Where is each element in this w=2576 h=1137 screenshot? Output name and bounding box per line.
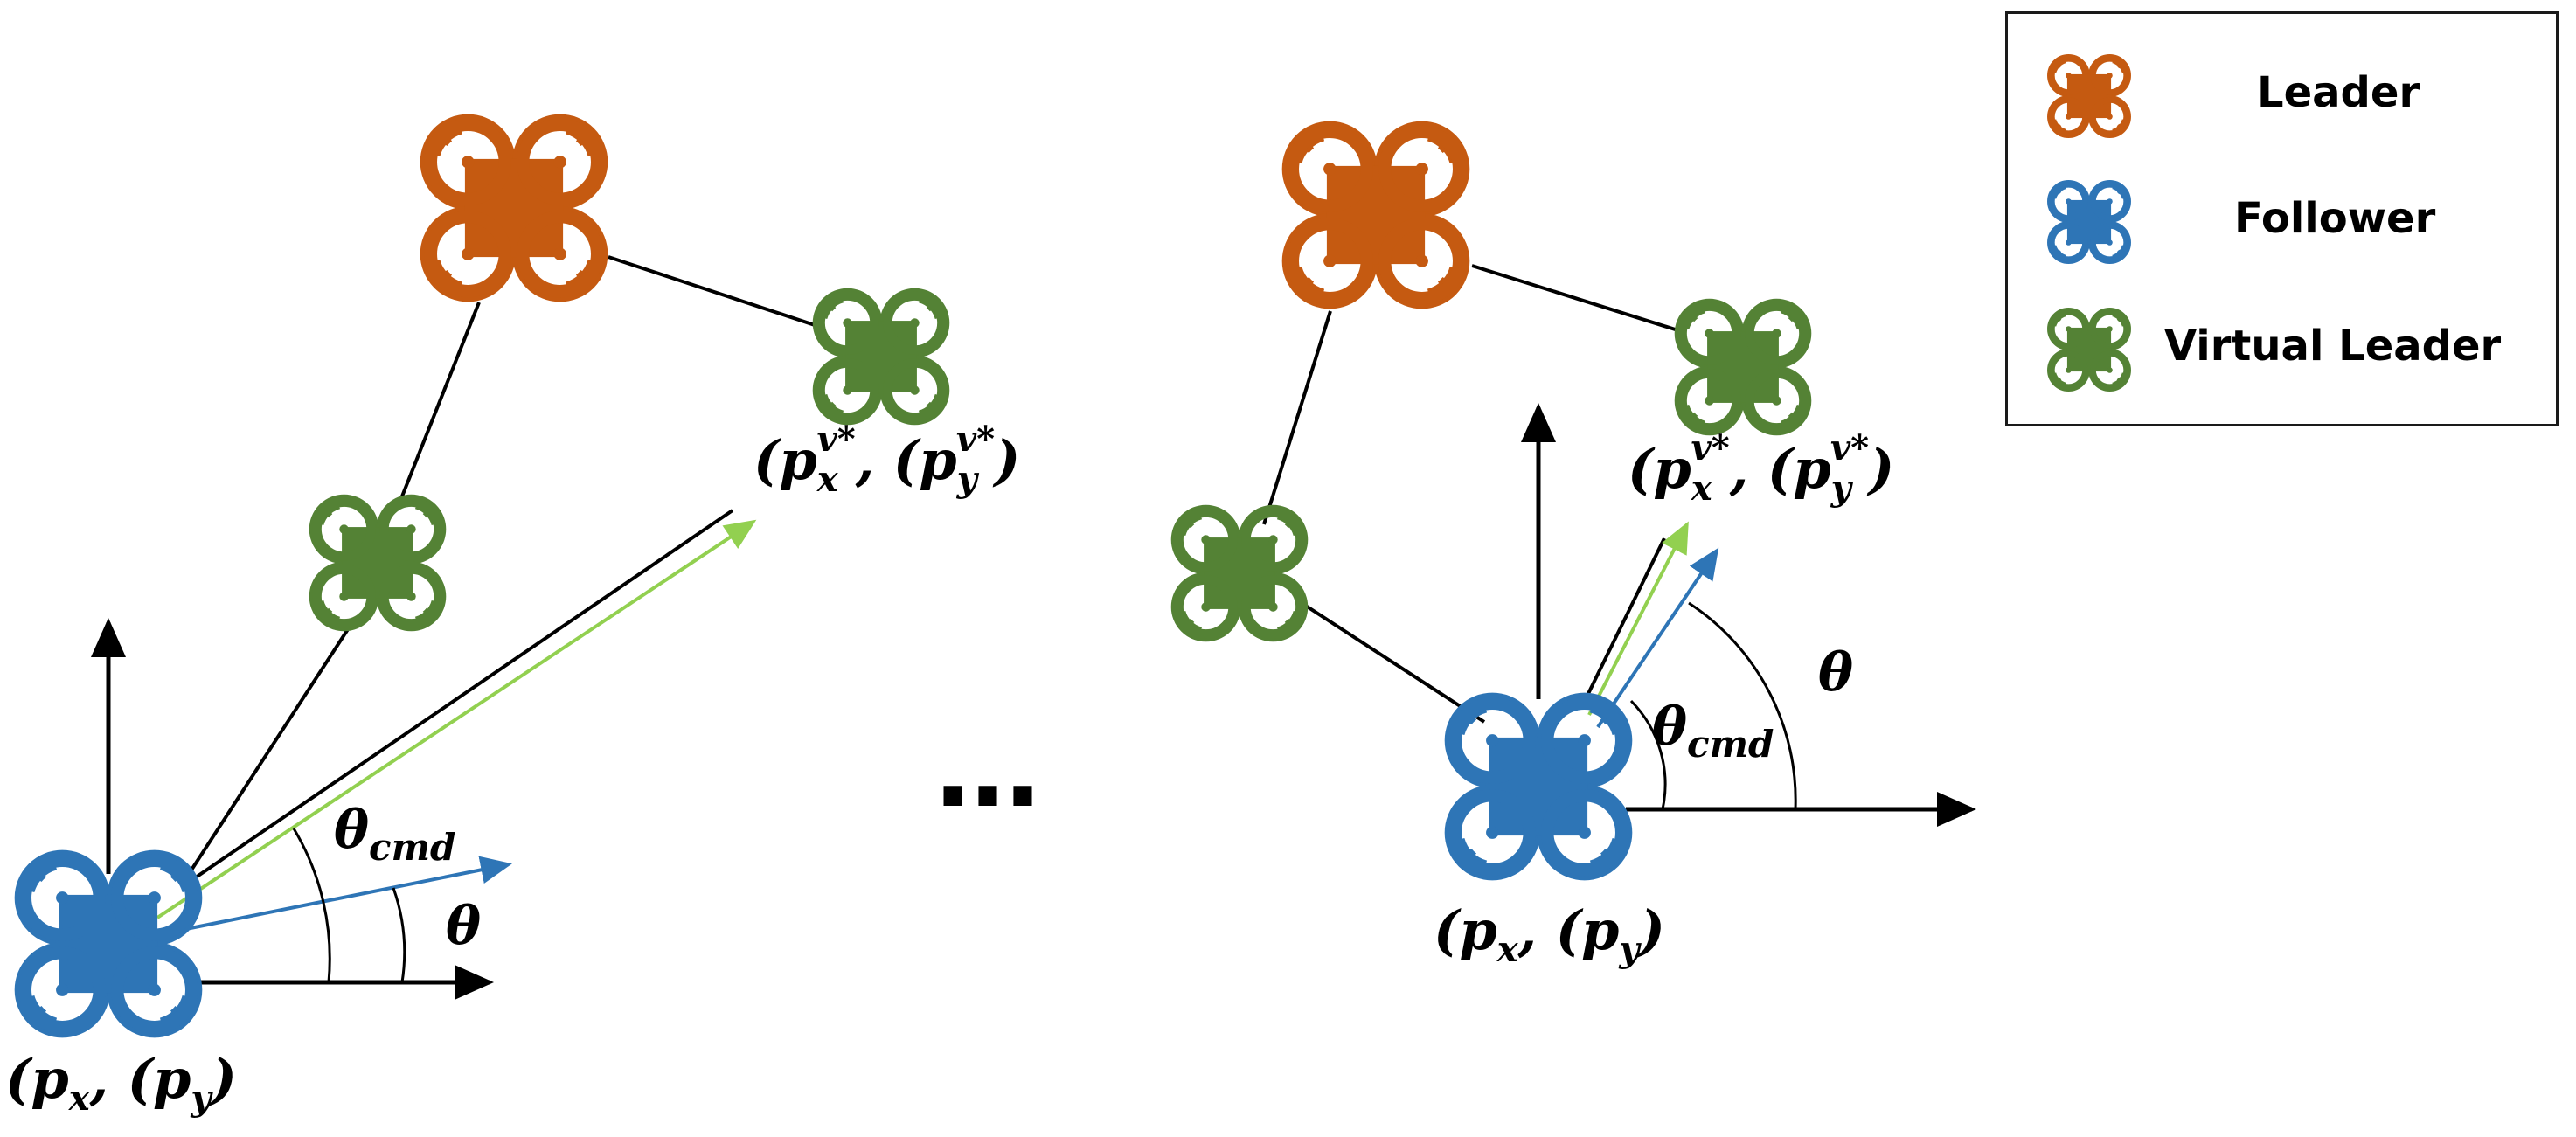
follower-position-label: (px, (py): [1434, 898, 1665, 970]
theta-cmd-arc: [1629, 699, 1667, 810]
virtual-target-label: (pxv*, (pyv*): [1628, 427, 1894, 509]
virtual-leader-drone-icon: [2049, 309, 2130, 391]
virtual-target-label: (pxv*, (pyv*): [753, 419, 1020, 500]
right-scene: (pxv*, (pyv*) θcmd θ (px, (py): [1173, 124, 1976, 970]
legend-label-leader: Leader: [2257, 68, 2420, 117]
legend-label-virtual-leader: Virtual Leader: [2164, 322, 2502, 371]
virtual-leader-drone-icon: [311, 496, 443, 628]
left-scene: (pxv*, (pyv*) θcmd θ (px, (py): [5, 117, 1020, 1119]
leader-drone-icon: [423, 117, 604, 298]
virtual-leader-drone-icon: [1173, 507, 1305, 639]
formation-line: [397, 302, 481, 506]
heading-direction-arrow: [1596, 547, 1719, 729]
follower-drone-icon: [17, 853, 198, 1034]
heading-direction-arrow: [155, 856, 512, 937]
theta-cmd-label: θcmd: [334, 800, 455, 869]
theta-cmd-arc: [292, 828, 331, 983]
virtual-leader-drone-icon: [815, 290, 947, 422]
formation-line: [187, 627, 350, 876]
formation-line: [1580, 537, 1666, 707]
follower-position-label: (px, (py): [5, 1047, 237, 1119]
leader-drone-icon: [1285, 124, 1466, 305]
formation-line: [189, 509, 734, 883]
formation-line: [1297, 600, 1486, 724]
formation-line: [1471, 264, 1684, 334]
follower-drone-icon: [2049, 182, 2130, 263]
virtual-leader-drone-icon: [1677, 301, 1809, 433]
formation-line: [608, 255, 816, 327]
formation-line: [1262, 310, 1332, 525]
theta-label: θ: [446, 896, 481, 957]
legend-label-follower: Follower: [2234, 194, 2436, 243]
follower-drone-icon: [1448, 696, 1628, 877]
command-direction-arrow: [156, 519, 757, 919]
command-direction-arrow: [1587, 521, 1689, 716]
leader-drone-icon: [2049, 56, 2130, 137]
theta-cmd-label: θcmd: [1652, 697, 1774, 766]
ellipsis: …: [935, 710, 1040, 831]
theta-arc: [392, 887, 406, 983]
theta-arc: [1688, 601, 1797, 810]
theta-label: θ: [1818, 642, 1853, 704]
